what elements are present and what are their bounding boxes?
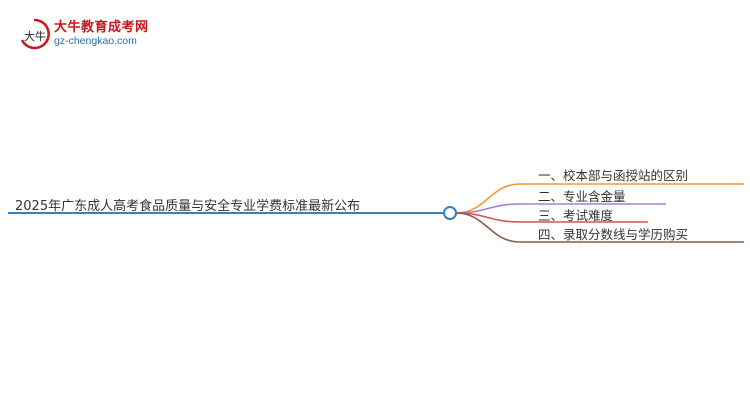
site-logo[interactable]: 大牛 大牛教育成考网 gz-chengkao.com	[18, 18, 149, 50]
branch-topic-1[interactable]: 一、校本部与函授站的区别	[538, 168, 689, 183]
logo-text-group: 大牛教育成考网 gz-chengkao.com	[54, 19, 149, 48]
logo-url: gz-chengkao.com	[54, 35, 137, 48]
root-topic[interactable]: 2025年广东成人高考食品质量与安全专业学费标准最新公布	[15, 199, 361, 214]
branch-topic-4[interactable]: 四、录取分数线与学历购买	[538, 227, 689, 242]
branch-connector-4	[455, 212, 744, 243]
branch-topic-2[interactable]: 二、专业含金量	[538, 189, 626, 204]
root-node-handle[interactable]	[443, 206, 457, 220]
logo-mark-text: 大牛	[24, 29, 46, 43]
branch-connectors	[455, 183, 744, 243]
branch-topic-3[interactable]: 三、考试难度	[538, 208, 614, 223]
logo-mark-icon: 大牛	[18, 18, 50, 50]
logo-swirl-icon: 大牛	[20, 18, 50, 50]
logo-title: 大牛教育成考网	[54, 19, 149, 35]
